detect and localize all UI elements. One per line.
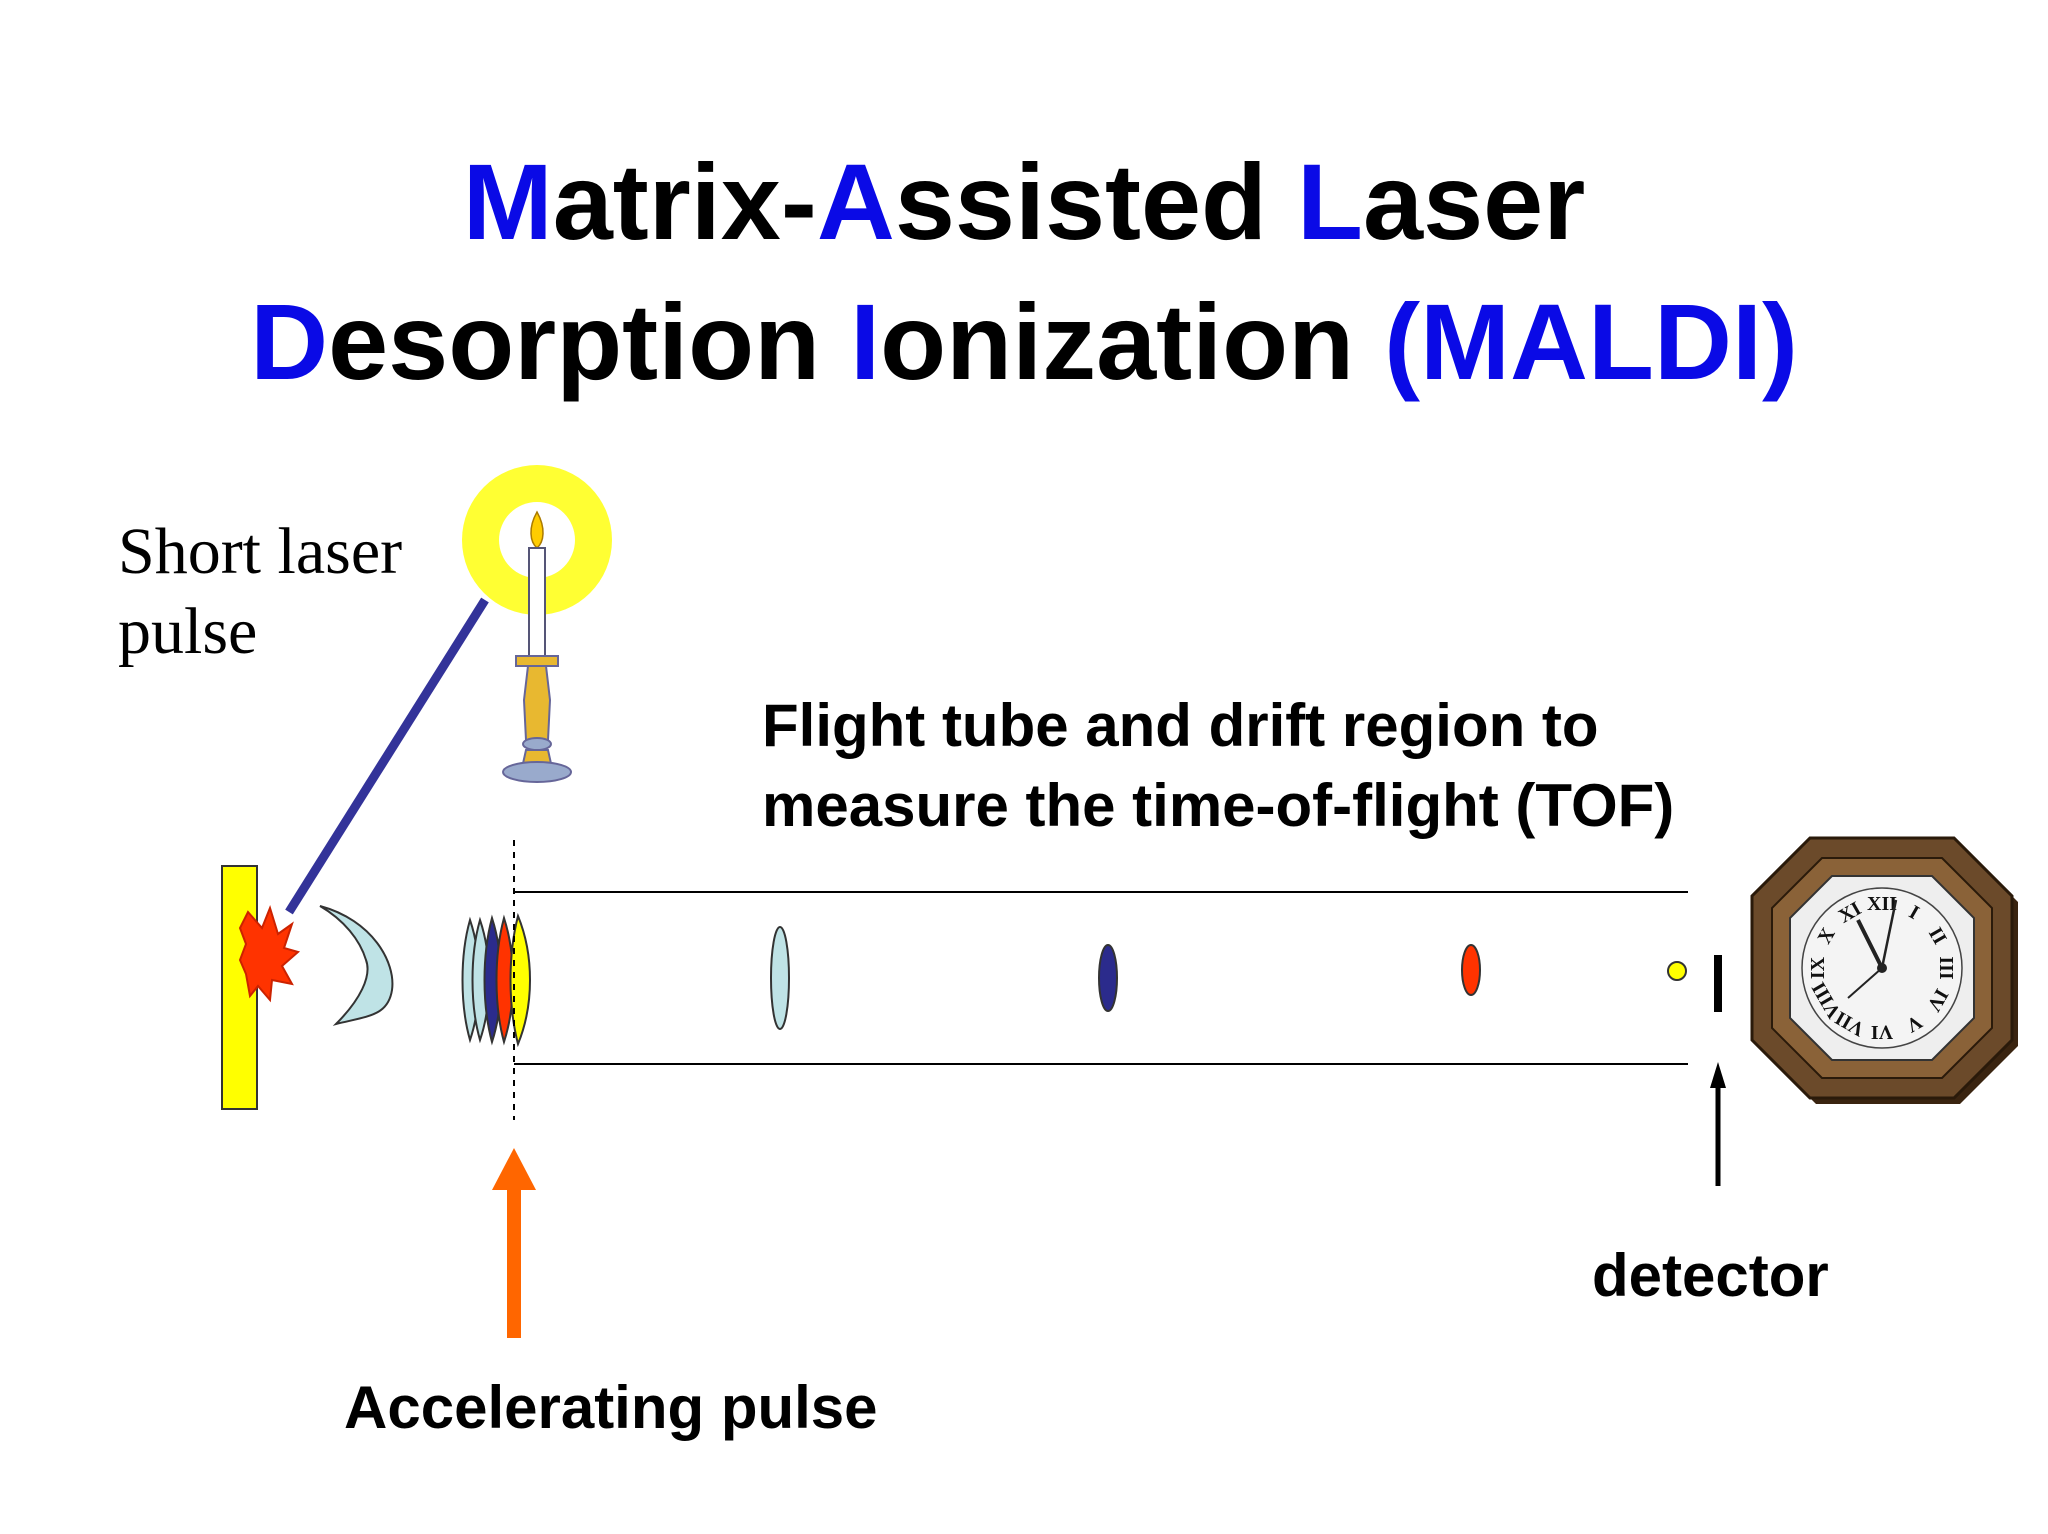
title-text-atrix: atrix- xyxy=(552,141,817,262)
flight-tube-label-line-2: measure the time-of-flight (TOF) xyxy=(762,772,1675,839)
clock-numeral: XII xyxy=(1867,893,1897,915)
laser-lamp-icon xyxy=(462,465,612,783)
desorption-plume xyxy=(319,905,394,1026)
title-text-onization: onization xyxy=(880,281,1385,402)
ion-yellow xyxy=(1667,961,1687,981)
title-letter-a: A xyxy=(816,141,895,262)
ion-packet-stack xyxy=(461,912,531,1048)
title-letter-d: D xyxy=(250,281,329,402)
clock-numeral: VI xyxy=(1871,1021,1893,1043)
detector-plate xyxy=(1714,955,1722,1012)
title-acronym: (MALDI) xyxy=(1384,281,1798,402)
detector-arrow xyxy=(1710,1062,1726,1186)
title-letter-i: I xyxy=(850,281,881,402)
title-letter-l: L xyxy=(1297,141,1364,262)
title-letter-m: M xyxy=(462,141,553,262)
laser-label-line-2: pulse xyxy=(118,595,258,668)
laser-burst-icon xyxy=(238,904,301,1003)
title-text-ssisted: ssisted xyxy=(894,141,1298,262)
detector-label: detector xyxy=(1592,1242,1829,1309)
title-line-1: Matrix-Assisted Laser xyxy=(0,148,2048,256)
title-line-2: Desorption Ionization (MALDI) xyxy=(0,288,2048,396)
ion-light-blue xyxy=(770,926,790,1030)
clock-numeral: IX xyxy=(1807,956,1829,979)
clock-numeral: III xyxy=(1935,956,1957,980)
title-text-aser: aser xyxy=(1363,141,1586,262)
accelerating-pulse-label: Accelerating pulse xyxy=(344,1374,878,1441)
laser-beam xyxy=(285,597,489,915)
accelerating-arrow xyxy=(492,1148,536,1338)
ion-navy xyxy=(1098,944,1118,1012)
flight-tube-label-line-1: Flight tube and drift region to xyxy=(762,692,1599,759)
laser-label-line-1: Short laser xyxy=(118,515,403,588)
title-text-esorption: esorption xyxy=(328,281,851,402)
ion-red xyxy=(1461,944,1481,996)
